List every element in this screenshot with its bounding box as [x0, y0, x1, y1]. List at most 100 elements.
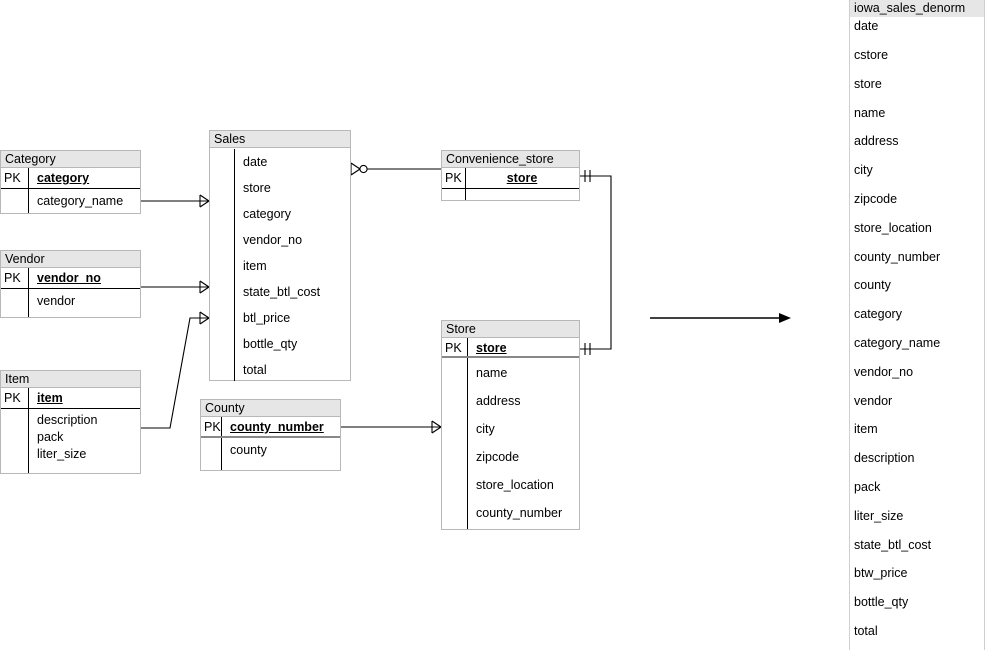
- field-panel-item: liter_size: [854, 508, 904, 523]
- attribute-name: bottle_qty: [243, 337, 298, 351]
- field-panel-item: state_btl_cost: [854, 537, 932, 552]
- denormalized-field-panel[interactable]: iowa_sales_denorm date cstore store name…: [849, 0, 985, 650]
- entity-sales-attribute-row: item: [210, 253, 350, 279]
- attribute-name: store: [506, 171, 538, 185]
- field-panel-item: address: [854, 134, 899, 149]
- entity-convenience-store[interactable]: Convenience_store PK store: [441, 150, 580, 201]
- entity-item-attribute-row: liter_size: [1, 445, 140, 462]
- relationship-vendor-sales: [141, 280, 210, 294]
- entity-store-attribute-row: store_location: [442, 471, 579, 499]
- attribute-name: zipcode: [476, 450, 520, 464]
- relationship-item-sales: [141, 311, 210, 429]
- attribute-name: btl_price: [243, 311, 291, 325]
- entity-store-attribute-row: name: [442, 359, 579, 387]
- attribute-name: county: [230, 443, 267, 457]
- entity-store-attribute-row: city: [442, 415, 579, 443]
- pk-label: PK: [445, 171, 462, 185]
- attribute-name: store: [243, 181, 271, 195]
- attribute-name: vendor: [37, 293, 76, 308]
- pk-label: PK: [4, 391, 21, 405]
- pk-label: PK: [4, 271, 21, 285]
- attribute-name: category: [37, 171, 90, 185]
- field-panel-item: item: [854, 422, 878, 437]
- entity-store-body: PK store name address city zipcode: [442, 338, 579, 529]
- field-panel-item: btw_price: [854, 566, 908, 581]
- entity-county-attribute-row: county: [201, 437, 340, 463]
- field-panel-item: bottle_qty: [854, 595, 909, 610]
- entity-sales-attribute-row: bottle_qty: [210, 331, 350, 357]
- attribute-name: item: [37, 391, 63, 405]
- entity-item-attribute-row: description: [1, 411, 140, 428]
- entity-category-title: Category: [1, 151, 140, 168]
- relationship-sales-conveniencestore: [350, 162, 441, 176]
- entity-store-title: Store: [442, 321, 579, 338]
- entity-sales-attribute-row: total: [210, 357, 350, 383]
- attribute-name: vendor_no: [243, 233, 303, 247]
- entity-item-pk-row: PK item: [1, 388, 140, 408]
- attribute-name: county_number: [230, 420, 324, 434]
- entity-county-title: County: [201, 400, 340, 417]
- entity-item-title: Item: [1, 371, 140, 388]
- entity-sales-attribute-row: vendor_no: [210, 227, 350, 253]
- entity-category[interactable]: Category PK category category_name: [0, 150, 141, 214]
- entity-convenience-store-pk-row: PK store: [442, 168, 579, 188]
- attribute-name: store: [476, 340, 507, 355]
- attribute-name: description: [37, 412, 98, 427]
- entity-vendor[interactable]: Vendor PK vendor_no vendor: [0, 250, 141, 318]
- entity-store-attribute-row: zipcode: [442, 443, 579, 471]
- entity-item[interactable]: Item PK item description pack liter_size: [0, 370, 141, 474]
- attribute-name: name: [476, 366, 508, 380]
- field-panel-item: county: [854, 278, 891, 293]
- entity-item-attribute-row: pack: [1, 428, 140, 445]
- entity-store-pk-row: PK store: [442, 338, 579, 357]
- transform-arrow-icon: [650, 313, 791, 323]
- field-panel-item: total: [854, 623, 878, 638]
- pk-label: PK: [445, 340, 462, 355]
- attribute-name: total: [243, 363, 267, 377]
- field-panel-title: iowa_sales_denorm: [850, 0, 984, 17]
- entity-store-attribute-row: address: [442, 387, 579, 415]
- entity-vendor-pk-row: PK vendor_no: [1, 268, 140, 288]
- attribute-name: vendor_no: [37, 271, 101, 285]
- relationship-county-store: [341, 420, 442, 434]
- field-panel-item: store_location: [854, 220, 932, 235]
- field-panel-item: vendor_no: [854, 364, 914, 379]
- entity-convenience-store-body: PK store: [442, 168, 579, 200]
- entity-county[interactable]: County PK county_number county: [200, 399, 341, 471]
- attribute-name: store_location: [476, 478, 554, 492]
- field-panel-item: category_name: [854, 335, 941, 350]
- attribute-name: date: [243, 155, 268, 169]
- field-panel-item: name: [854, 105, 886, 120]
- attribute-name: city: [476, 422, 495, 436]
- entity-sales-title: Sales: [210, 131, 350, 148]
- attribute-name: pack: [37, 429, 64, 444]
- entity-category-attribute-row: category_name: [1, 188, 140, 213]
- entity-sales-attribute-row: state_btl_cost: [210, 279, 350, 305]
- entity-county-body: PK county_number county: [201, 417, 340, 470]
- relationship-conveniencestore-store: [580, 170, 612, 355]
- entity-sales-body: date store category vendor_no item state…: [210, 149, 350, 381]
- entity-store[interactable]: Store PK store name address city z: [441, 320, 580, 530]
- attribute-name: liter_size: [37, 446, 87, 461]
- entity-sales-attribute-row: store: [210, 175, 350, 201]
- field-panel-item: date: [854, 19, 879, 33]
- entity-vendor-attribute-row: vendor: [1, 288, 140, 313]
- entity-vendor-title: Vendor: [1, 251, 140, 268]
- field-panel-item: description: [854, 451, 915, 466]
- attribute-name: item: [243, 259, 267, 273]
- field-panel-item: city: [854, 163, 873, 178]
- entity-convenience-store-title: Convenience_store: [442, 151, 579, 168]
- pk-label: PK: [4, 171, 21, 185]
- field-panel-item: cstore: [854, 48, 889, 62]
- attribute-name: category_name: [37, 193, 124, 208]
- field-panel-item: pack: [854, 479, 881, 494]
- entity-category-pk-row: PK category: [1, 168, 140, 188]
- entity-sales[interactable]: Sales date store category vendor_no item: [209, 130, 351, 381]
- attribute-name: county_number: [476, 506, 563, 520]
- relationship-category-sales: [141, 194, 210, 208]
- field-panel-item: category: [854, 307, 902, 322]
- entity-item-body: PK item description pack liter_size: [1, 388, 140, 473]
- attribute-name: category: [243, 207, 291, 221]
- entity-store-attribute-row: county_number: [442, 499, 579, 527]
